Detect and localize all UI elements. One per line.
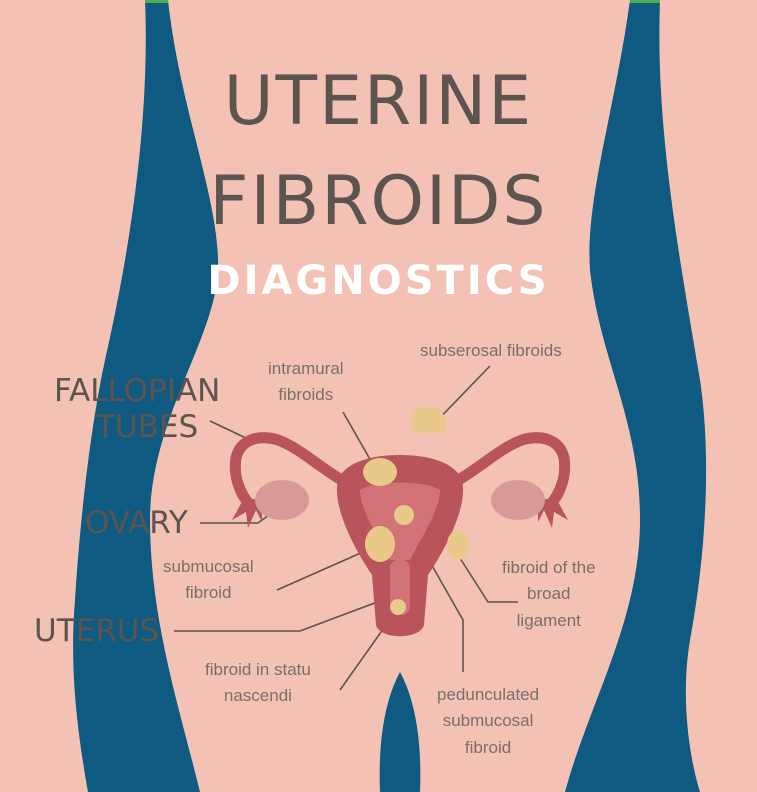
- pedunculated-fibroid: [394, 505, 414, 525]
- label-submucosal-line-1: submucosal: [163, 554, 254, 580]
- label-pedunculated-line-3: fibroid: [437, 735, 539, 761]
- title-line-1: UTERINE: [0, 62, 757, 141]
- label-pedunculated-line-1: pedunculated: [437, 682, 539, 708]
- label-intramural-line-1: intramural: [268, 356, 344, 382]
- label-fallopian-tubes: FALLOPIAN TUBES: [54, 374, 220, 445]
- label-submucosal-line-2: fibroid: [163, 580, 254, 606]
- broad-ligament-fibroid: [447, 530, 469, 560]
- label-pedunculated-line-2: submucosal: [437, 708, 539, 734]
- label-broad-line-1: fibroid of the: [502, 555, 596, 581]
- nascendi-fibroid: [390, 599, 406, 615]
- label-statu-nascendi: fibroid in statu nascendi: [205, 657, 311, 710]
- label-fallopian-line-2: TUBES: [54, 410, 220, 446]
- label-broad-ligament: fibroid of the broad ligament: [502, 555, 596, 634]
- label-nascendi-line-2: nascendi: [205, 683, 311, 709]
- label-pedunculated: pedunculated submucosal fibroid: [437, 682, 539, 761]
- label-intramural-line-2: fibroids: [268, 382, 344, 408]
- label-broad-line-3: ligament: [502, 608, 596, 634]
- label-ovary: OVARY: [85, 506, 188, 542]
- left-ovary: [255, 480, 309, 520]
- label-uterus: UTERUS: [34, 614, 159, 650]
- label-submucosal: submucosal fibroid: [163, 554, 254, 607]
- title-line-2: FIBROIDS: [0, 162, 757, 241]
- subtitle: DIAGNOSTICS: [0, 258, 757, 304]
- right-ovary: [491, 480, 545, 520]
- label-subserosal: subserosal fibroids: [420, 338, 562, 364]
- label-fallopian-line-1: FALLOPIAN: [54, 374, 220, 410]
- label-nascendi-line-1: fibroid in statu: [205, 657, 311, 683]
- submucosal-fibroid: [365, 526, 395, 562]
- label-intramural: intramural fibroids: [268, 356, 344, 409]
- label-broad-line-2: broad: [502, 581, 596, 607]
- intramural-fibroid: [363, 458, 397, 486]
